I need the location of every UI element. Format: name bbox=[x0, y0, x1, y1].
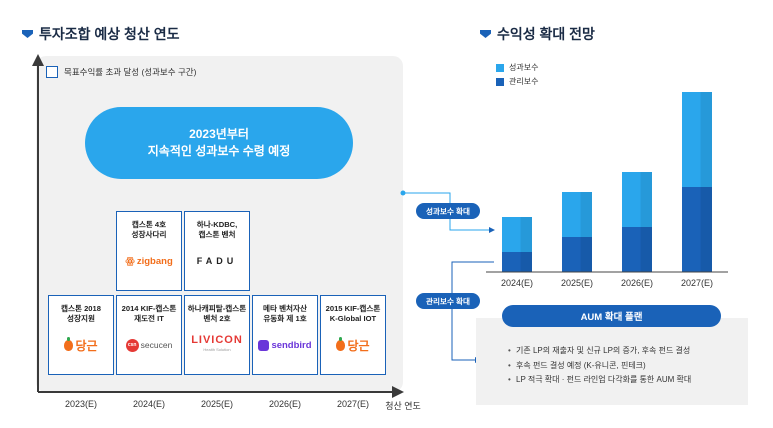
x-axis-title: 청산 연도 bbox=[385, 401, 421, 411]
category-label: 2027(E) bbox=[681, 278, 713, 288]
bar-shade bbox=[640, 172, 652, 227]
management-fee-tag: 관리보수 확대 bbox=[416, 293, 480, 309]
fund-card-name: 캡스톤 4호 성장사다리 bbox=[131, 220, 167, 239]
timeline-legend-label: 목표수익률 초과 달성 (성과보수 구간) bbox=[64, 67, 197, 77]
fund-card-2027: 2015 KIF-캡스톤 K-Global IOT 당근 bbox=[320, 295, 386, 375]
fund-card-2024-a: 2014 KIF-캡스톤 재도전 IT csn secucen bbox=[116, 295, 182, 375]
performance-fee-tag: 성과보수 확대 bbox=[416, 203, 480, 219]
sendbird-logo: sendbird bbox=[258, 336, 312, 354]
zigbang-mark-icon: ꙮ bbox=[125, 255, 135, 267]
fund-card-name: 2014 KIF-캡스톤 재도전 IT bbox=[121, 304, 177, 323]
aum-plan-title: AUM 확대 플랜 bbox=[502, 305, 721, 327]
fund-card-2025-b: 하나-KDBC, 캡스톤 벤처 FADU bbox=[184, 211, 250, 291]
legend-swatch bbox=[496, 77, 504, 86]
fund-card-2023: 캡스톤 2018 성장지원 당근 bbox=[48, 295, 114, 375]
fadu-logo: FADU bbox=[196, 256, 238, 266]
management-connector bbox=[451, 261, 494, 363]
bar-management-2 bbox=[622, 227, 652, 272]
section-flag-icon bbox=[22, 30, 33, 38]
callout-line-2: 지속적인 성과보수 수령 예정 bbox=[147, 144, 291, 158]
bar-shade bbox=[640, 227, 652, 272]
bar-shade bbox=[580, 192, 592, 237]
legend-swatch bbox=[496, 63, 504, 72]
bar-performance-2 bbox=[622, 172, 652, 227]
bar-shade bbox=[700, 92, 712, 187]
bar-management-3 bbox=[682, 187, 712, 272]
danggeun-logo: 당근 bbox=[336, 336, 370, 354]
carrot-icon bbox=[336, 336, 346, 351]
secucen-mark-icon: csn bbox=[125, 338, 139, 352]
fund-card-name: 하나캐피탈-캡스톤 벤처 2호 bbox=[187, 304, 247, 323]
livicon-logo: LIVICON Health Solution bbox=[191, 334, 243, 353]
category-label: 2026(E) bbox=[621, 278, 653, 288]
legend-performance: 성과보수 bbox=[496, 62, 538, 73]
left-title-text: 투자조합 예상 청산 연도 bbox=[39, 26, 180, 42]
bar-performance-3 bbox=[682, 92, 712, 187]
bar-performance-1 bbox=[562, 192, 592, 237]
category-label: 2024(E) bbox=[501, 278, 533, 288]
list-item: 후속 펀드 결성 예정 (K-유니콘, 핀테크) bbox=[508, 359, 691, 374]
zigbang-logo: ꙮ zigbang bbox=[125, 255, 173, 267]
bar-shade bbox=[700, 187, 712, 272]
left-section-title: 투자조합 예상 청산 연도 bbox=[22, 24, 179, 44]
legend-management: 관리보수 bbox=[496, 76, 538, 87]
bar-shade bbox=[580, 237, 592, 272]
right-section-title: 수익성 확대 전망 bbox=[480, 24, 595, 44]
year-label: 2025(E) bbox=[200, 399, 234, 409]
year-label: 2026(E) bbox=[268, 399, 302, 409]
category-label: 2025(E) bbox=[561, 278, 593, 288]
year-label: 2024(E) bbox=[132, 399, 166, 409]
legend-square-icon bbox=[46, 66, 58, 78]
bar-management-1 bbox=[562, 237, 592, 272]
bar-performance-0 bbox=[502, 217, 532, 252]
section-flag-icon bbox=[480, 30, 491, 38]
fund-card-name: 2015 KIF-캡스톤 K-Global IOT bbox=[325, 304, 381, 323]
fund-card-name: 하나-KDBC, 캡스톤 벤처 bbox=[196, 220, 238, 239]
list-item: LP 적극 확대 · 펀드 라인업 다각화를 통한 AUM 확대 bbox=[508, 373, 691, 388]
fund-card-2025-a: 하나캐피탈-캡스톤 벤처 2호 LIVICON Health Solution bbox=[184, 295, 250, 375]
carrot-icon bbox=[64, 336, 74, 351]
performance-fee-callout: 2023년부터 지속적인 성과보수 수령 예정 bbox=[85, 107, 353, 179]
fund-card-2024-b: 캡스톤 4호 성장사다리 ꙮ zigbang bbox=[116, 211, 182, 291]
list-item: 기존 LP의 재출자 및 신규 LP의 증가, 후속 펀드 결성 bbox=[508, 344, 691, 359]
secucen-logo: csn secucen bbox=[125, 336, 172, 354]
fund-card-2026: 메타 벤처자산 유동화 제 1호 sendbird bbox=[252, 295, 318, 375]
year-label: 2027(E) bbox=[336, 399, 370, 409]
fund-card-name: 메타 벤처자산 유동화 제 1호 bbox=[262, 304, 308, 323]
sendbird-mark-icon bbox=[258, 339, 270, 351]
right-title-text: 수익성 확대 전망 bbox=[497, 26, 595, 42]
aum-plan-list: 기존 LP의 재출자 및 신규 LP의 증가, 후속 펀드 결성 후속 펀드 결… bbox=[508, 344, 691, 388]
year-label: 2023(E) bbox=[64, 399, 98, 409]
bar-shade bbox=[520, 217, 532, 252]
bar-shade bbox=[520, 252, 532, 272]
bar-management-0 bbox=[502, 252, 532, 272]
fund-card-name: 캡스톤 2018 성장지원 bbox=[61, 304, 101, 323]
callout-line-1: 2023년부터 bbox=[189, 127, 249, 141]
danggeun-logo: 당근 bbox=[64, 336, 98, 354]
